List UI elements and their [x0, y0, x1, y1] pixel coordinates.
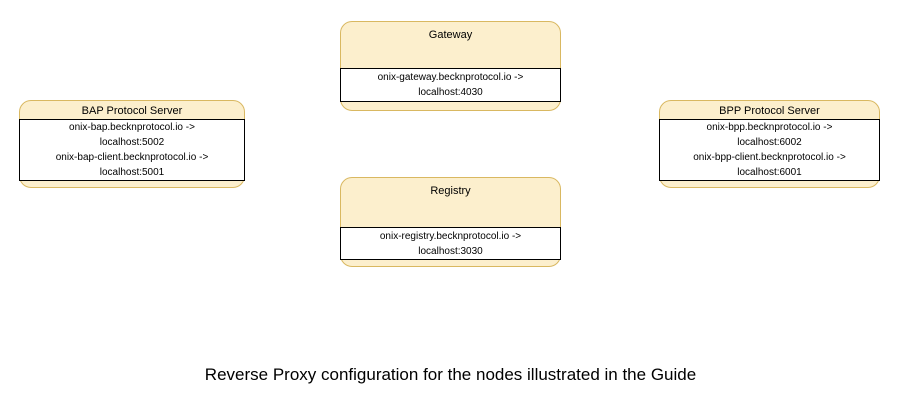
node-gateway-mapping-line: onix-gateway.becknprotocol.io -> [377, 72, 524, 83]
node-bap-protocol-server[interactable]: BAP Protocol Server onix-bap.becknprotoc… [19, 100, 245, 188]
node-bap-mapping-line: localhost:5002 [99, 137, 165, 148]
node-bpp-mapping-line: onix-bpp.becknprotocol.io -> [706, 122, 833, 133]
node-bap-mapping-line: localhost:5001 [99, 167, 165, 178]
node-gateway-title: Gateway [428, 29, 473, 41]
node-bpp-mapping-line: localhost:6002 [737, 137, 802, 148]
node-registry-mapping-line: onix-registry.becknprotocol.io -> [379, 230, 522, 242]
node-bpp-mapping-line: localhost:6001 [737, 167, 802, 178]
node-registry-mappings: onix-registry.becknprotocol.io -> localh… [340, 227, 561, 260]
node-bpp-title: BPP Protocol Server [719, 105, 820, 117]
node-bpp-mapping-line: onix-bpp-client.becknprotocol.io -> [693, 152, 846, 163]
node-gateway[interactable]: Gateway onix-gateway.becknprotocol.io ->… [340, 21, 561, 111]
node-registry-title: Registry [430, 185, 471, 197]
node-registry[interactable]: Registry onix-registry.becknprotocol.io … [340, 177, 561, 267]
node-bap-title: BAP Protocol Server [81, 105, 183, 117]
node-gateway-mappings: onix-gateway.becknprotocol.io -> localho… [340, 68, 561, 102]
node-bpp-protocol-server[interactable]: BPP Protocol Server onix-bpp.becknprotoc… [659, 100, 880, 188]
node-registry-mapping-line: localhost:3030 [418, 245, 483, 257]
node-bap-mapping-line: onix-bap.becknprotocol.io -> [69, 122, 195, 133]
node-bpp-mappings: onix-bpp.becknprotocol.io -> localhost:6… [659, 119, 880, 181]
node-gateway-mapping-line: localhost:4030 [418, 87, 483, 98]
node-bap-mapping-line: onix-bap-client.becknprotocol.io -> [55, 152, 209, 163]
diagram-caption: Reverse Proxy configuration for the node… [204, 365, 697, 384]
node-bap-mappings: onix-bap.becknprotocol.io -> localhost:5… [19, 119, 245, 181]
